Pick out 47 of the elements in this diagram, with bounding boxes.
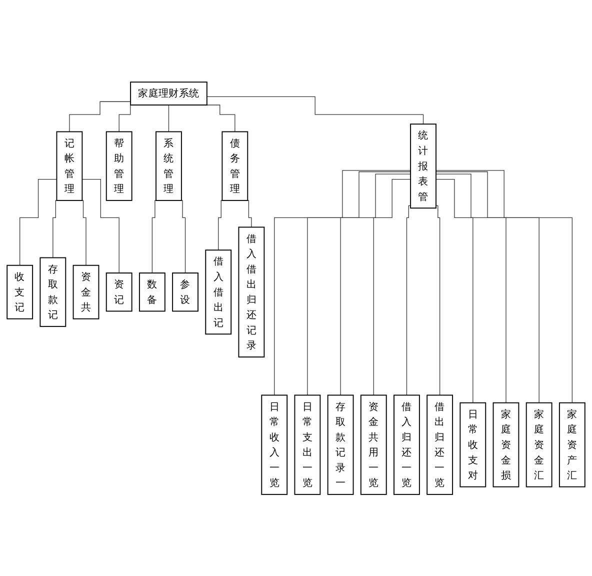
node-box [222,130,248,201]
tree-diagram: 家庭理财系统 记帐管理 帮助管理 统计报表管 系统管理 债务管理 收支记 存取款记 资金共 资记 数备 参设 借入借出记 借入借出归还记录 日常收入一览 日常支出一览 存取款记录一 资金共用一览 借入归还一览 借出归还一览 日常收支对 家庭资金损 家庭资金汇 家庭资产汇 [2,76,590,500]
node-box [238,226,265,358]
node-box [106,272,132,312]
node-box [156,130,182,201]
node-box [40,256,66,327]
node-box [138,272,166,312]
node-box [72,264,100,320]
node-box [106,130,132,201]
connector [340,173,411,396]
node-box [492,402,520,488]
node-box [172,272,198,312]
node-box [558,402,586,488]
node-box [410,123,436,208]
node-box [460,402,486,488]
connector [206,96,424,124]
connector [307,171,411,396]
connector [274,170,411,396]
connector [69,101,131,132]
node-box [294,394,321,495]
connector [204,104,236,132]
node-box [526,402,552,488]
node-box [327,394,354,495]
connector [436,178,474,403]
connector [436,170,572,403]
node-box [360,394,387,495]
node-box [6,264,34,320]
connector [82,178,120,274]
node-box [261,394,288,495]
connector [179,200,186,274]
connector [80,200,86,266]
connector [436,205,440,396]
connector [20,178,58,266]
connector [436,173,506,403]
connector [52,200,59,258]
node-box [56,130,83,201]
connector [152,200,158,274]
node-box [205,249,232,334]
connector [246,200,252,228]
node-box [426,394,454,495]
connector [168,104,170,132]
connector [373,178,411,396]
connector [218,200,224,250]
connector [406,205,411,396]
node-box [394,394,420,495]
node-box [130,81,208,106]
connector [436,171,540,403]
